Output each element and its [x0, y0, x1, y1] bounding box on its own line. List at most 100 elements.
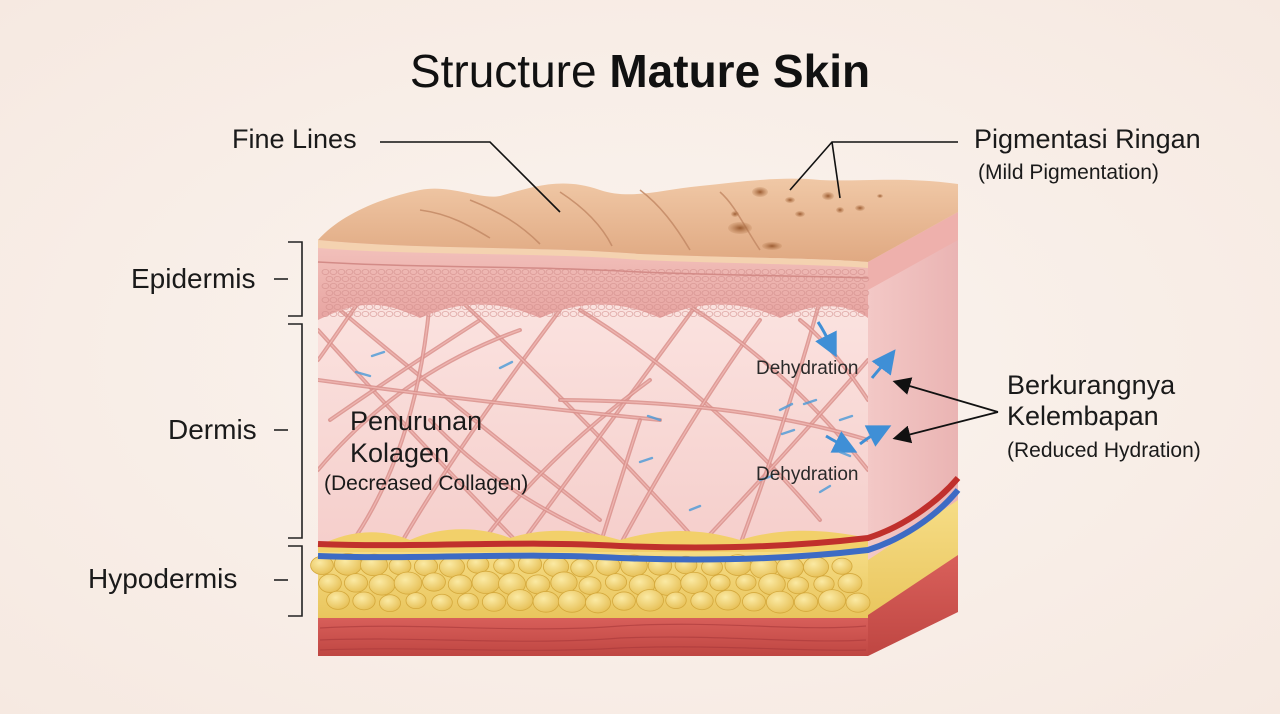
- epidermis-cell: [777, 296, 786, 303]
- epidermis-cell: [361, 296, 370, 303]
- epidermis-cell: [361, 268, 370, 275]
- epidermis-cell: [601, 282, 610, 289]
- epidermis-cell: [581, 289, 590, 296]
- epidermis-cell: [425, 296, 434, 303]
- epidermis-cell: [373, 275, 382, 282]
- epidermis-cell: [337, 310, 346, 317]
- epidermis-cell: [381, 303, 390, 310]
- dehydration-arrows: [815, 321, 896, 453]
- epidermis-cell: [389, 303, 398, 310]
- skin-surface: [318, 178, 958, 262]
- epidermis-cell: [333, 303, 342, 310]
- epidermis-cell: [521, 268, 530, 275]
- epidermis-cell: [481, 310, 490, 317]
- epidermis-cell: [693, 303, 702, 310]
- epidermis-cell: [525, 275, 534, 282]
- epidermis-cell: [357, 303, 366, 310]
- epidermis-cell: [493, 275, 502, 282]
- epidermis-cell: [513, 296, 522, 303]
- epidermis-cell: [609, 310, 618, 317]
- collagen-fiber-highlight: [349, 304, 431, 545]
- epidermis-cell: [805, 289, 814, 296]
- epidermis-cell: [693, 275, 702, 282]
- fat-lobule: [709, 574, 731, 592]
- epidermis-cell: [789, 303, 798, 310]
- epidermis-cell: [809, 310, 818, 317]
- fat-lobule: [457, 592, 479, 611]
- epidermis-cell: [497, 310, 506, 317]
- fat-lobule: [471, 570, 501, 594]
- fat-lobule: [557, 589, 587, 613]
- epidermis-cell: [825, 296, 834, 303]
- fat-lobule: [636, 589, 664, 612]
- water-droplet: [780, 428, 796, 436]
- epidermis-cell: [357, 275, 366, 282]
- epidermis-cell: [385, 282, 394, 289]
- epidermis-cell: [389, 289, 398, 296]
- epidermis-cell: [437, 289, 446, 296]
- epidermis-cell: [801, 310, 810, 317]
- epidermis-cell: [545, 268, 554, 275]
- epidermis-cell: [717, 275, 726, 282]
- epidermis-cell: [737, 282, 746, 289]
- epidermis-cell: [393, 310, 402, 317]
- epidermis-cell: [613, 275, 622, 282]
- epidermis-cell: [665, 282, 674, 289]
- epidermis-cell: [441, 282, 450, 289]
- epidermis-cell: [465, 296, 474, 303]
- epidermis-cell: [521, 282, 530, 289]
- water-droplet: [370, 350, 386, 358]
- epidermis-cell: [461, 303, 470, 310]
- epidermis-cell: [573, 303, 582, 310]
- epidermis-cell: [681, 310, 690, 317]
- epidermis-cell: [489, 282, 498, 289]
- fat-lobule: [447, 574, 473, 595]
- epidermis-cell: [833, 310, 842, 317]
- pigment-spot: [785, 197, 795, 203]
- epidermis-cell: [449, 310, 458, 317]
- label-hydration-line2: Kelembapan: [1007, 401, 1159, 431]
- collagen-fiber-highlight: [599, 419, 641, 545]
- epidermis-cell: [441, 310, 450, 317]
- epidermis-cell: [321, 310, 330, 317]
- epidermis-cell: [709, 303, 718, 310]
- epidermis-cell: [377, 282, 386, 289]
- epidermis-cell: [769, 282, 778, 289]
- epidermis-cell: [641, 282, 650, 289]
- epidermis-cell: [857, 310, 866, 317]
- epidermis-cell: [337, 296, 346, 303]
- epidermis-cell: [453, 303, 462, 310]
- epidermis-cell: [469, 289, 478, 296]
- epidermis-cell: [785, 310, 794, 317]
- epidermis-cell: [481, 268, 490, 275]
- collagen-fiber-highlight: [519, 304, 701, 545]
- epidermis-cell: [613, 289, 622, 296]
- epidermis-cell: [517, 289, 526, 296]
- epidermis-cell: [857, 296, 866, 303]
- epidermis-cell: [721, 296, 730, 303]
- epidermis-cell: [849, 282, 858, 289]
- epidermis-cell: [417, 296, 426, 303]
- epidermis-cell: [633, 282, 642, 289]
- epidermis-cell: [673, 268, 682, 275]
- epidermis-cell: [777, 268, 786, 275]
- fat-lobule: [690, 591, 714, 611]
- epidermis-cell: [685, 303, 694, 310]
- epidermis-cell: [541, 303, 550, 310]
- epidermis-cell: [665, 268, 674, 275]
- epidermis-cell: [329, 296, 338, 303]
- epidermis-cell: [533, 303, 542, 310]
- fat-lobule: [550, 571, 578, 594]
- epidermis-cell: [597, 275, 606, 282]
- epidermis-cell: [445, 303, 454, 310]
- epidermis-cell: [405, 275, 414, 282]
- epidermis-cell: [841, 296, 850, 303]
- epidermis-cell: [641, 310, 650, 317]
- epidermis-cell: [373, 303, 382, 310]
- epidermis-cell: [841, 282, 850, 289]
- epidermis-cell: [553, 296, 562, 303]
- epidermis-cell: [401, 268, 410, 275]
- epidermis-cell: [697, 296, 706, 303]
- epidermis-cell: [597, 289, 606, 296]
- epidermis-cell: [809, 296, 818, 303]
